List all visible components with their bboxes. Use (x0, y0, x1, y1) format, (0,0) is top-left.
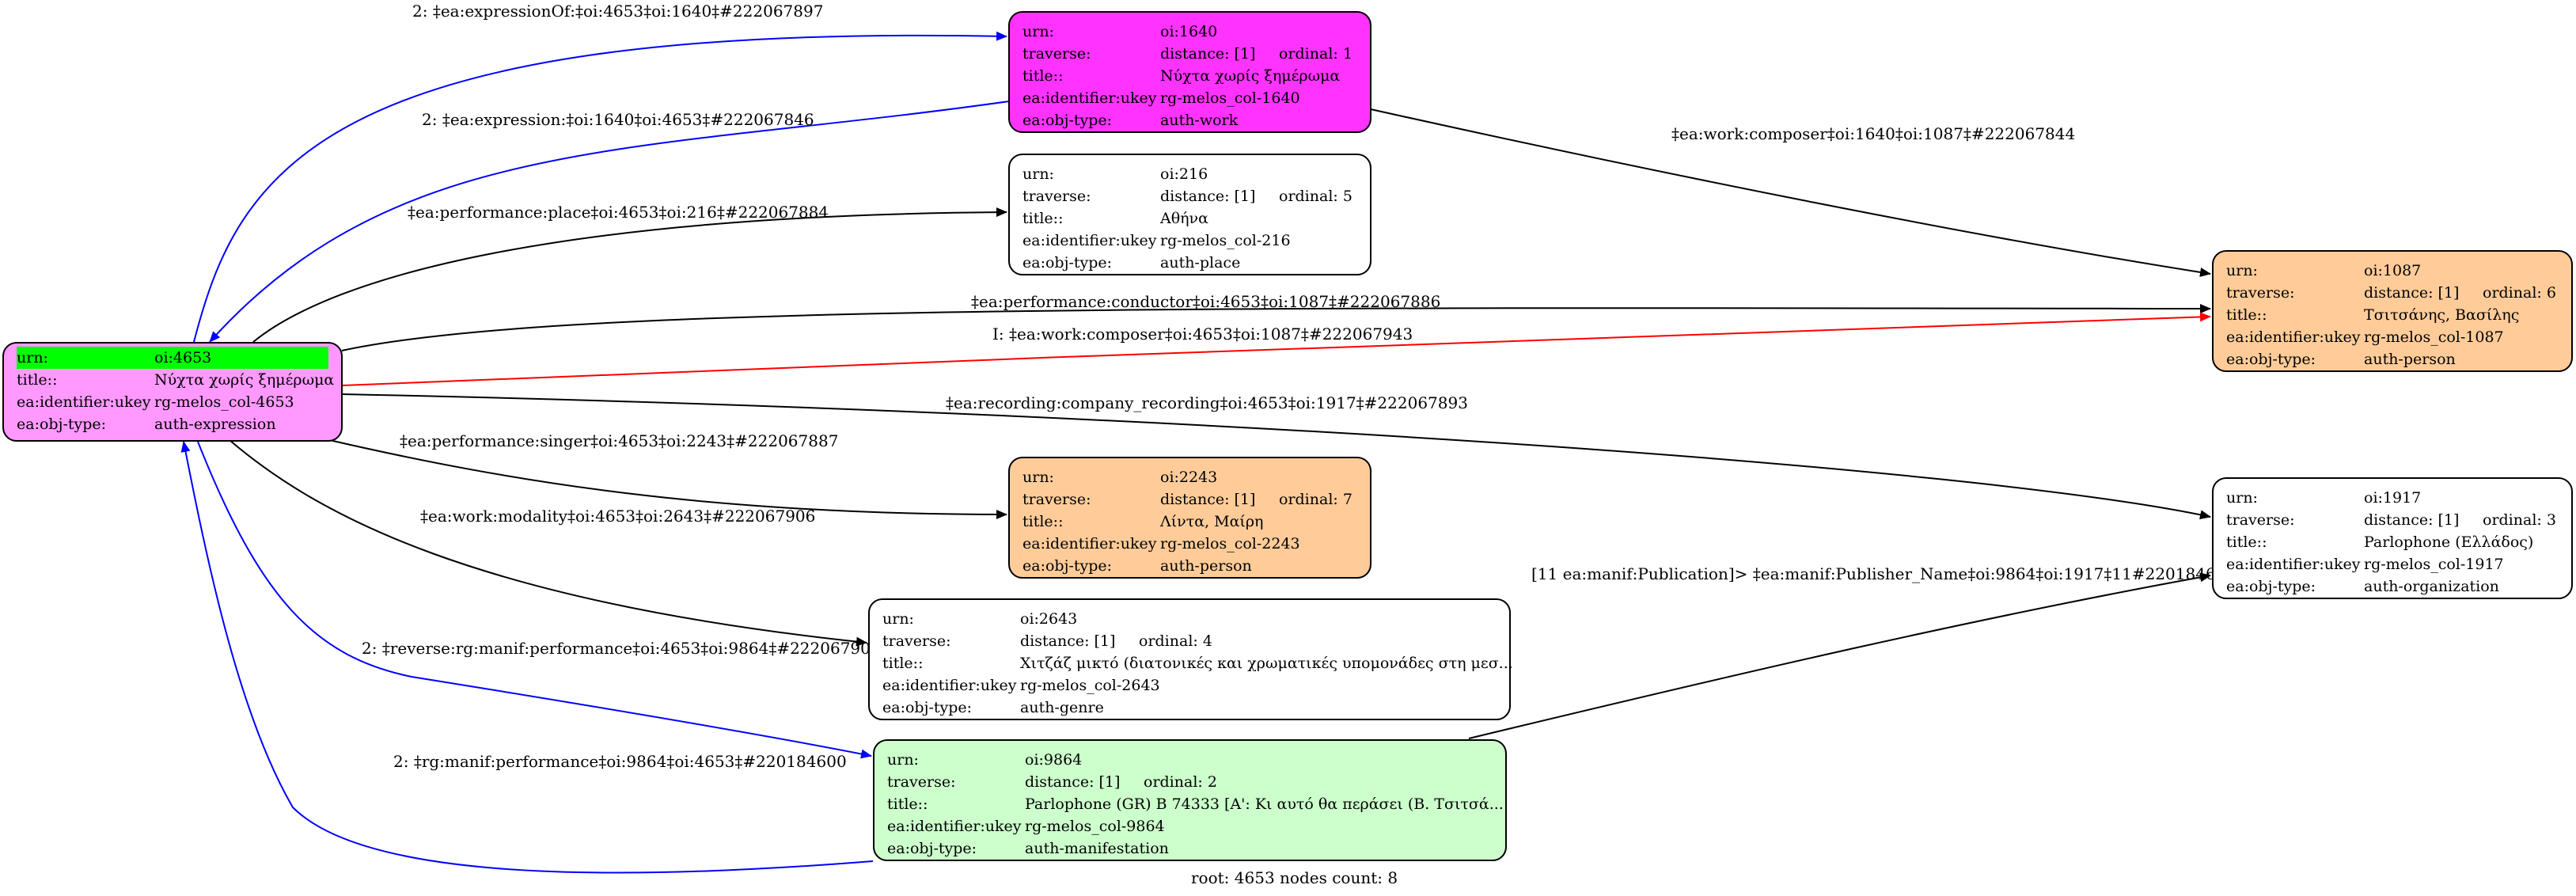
edge-label-manif-performance: 2: ‡rg:manif:performance‡oi:9864‡oi:4653… (393, 752, 847, 771)
node-row-urn: urn:oi:216 (1022, 165, 1208, 183)
edge-label-performance-singer: ‡ea:performance:singer‡oi:4653‡oi:2243‡#… (400, 431, 839, 450)
node-row-obj-type: ea:obj-type:auth-place (1022, 254, 1241, 271)
node-9864[interactable]: urn:oi:9864 traverse:distance: [1]ordina… (873, 739, 1507, 861)
node-row-urn: urn:oi:9864 (887, 751, 1083, 769)
graph-footer: root: 4653 nodes count: 8 (1191, 868, 1398, 887)
node-row-urn: urn:oi:4653 (17, 347, 328, 369)
node-row-traverse: traverse:distance: [1]ordinal: 5 (1022, 188, 1352, 205)
edge-label-publisher-name: [11 ea:manif:Publication]> ‡ea:manif:Pub… (1531, 564, 2236, 583)
node-2643[interactable]: urn:oi:2643 traverse:distance: [1]ordina… (868, 598, 1513, 720)
node-row-urn: urn:oi:1640 (1022, 23, 1218, 40)
node-row-obj-type: ea:obj-type:auth-person (1022, 557, 1252, 575)
edge-label-performance-place: ‡ea:performance:place‡oi:4653‡oi:216‡#22… (408, 203, 829, 222)
node-row-urn: urn:oi:1917 (2226, 489, 2422, 507)
edge-label-expressionOf: 2: ‡ea:expressionOf:‡oi:4653‡oi:1640‡#22… (412, 2, 824, 21)
edge-performance-singer (325, 439, 1007, 519)
node-row-title: title::Parlophone (Ελλάδος) (2226, 533, 2534, 551)
edge-performance-conductor (341, 303, 2211, 351)
edge-work-composer-inferred (341, 312, 2211, 386)
node-row-obj-type: ea:obj-type:auth-expression (17, 416, 276, 433)
node-row-traverse: traverse:distance: [1]ordinal: 1 (1022, 45, 1352, 63)
node-row-title: title::Νύχτα χωρίς ξημέρωμα (17, 371, 335, 389)
node-row-title: title::Αθήνα (1022, 210, 1208, 227)
node-row-urn: urn:oi:1087 (2226, 262, 2422, 279)
node-1087[interactable]: urn:oi:1087 traverse:distance: [1]ordina… (2212, 250, 2573, 372)
node-row-title: title::Τσιτσάνης, Βασίλης (2226, 306, 2520, 324)
edge-label-reverse-manif-performance: 2: ‡reverse:rg:manif:performance‡oi:4653… (362, 639, 881, 658)
edge-reverse-manif-performance (197, 441, 872, 759)
edge-recording-company (341, 393, 2211, 520)
node-row-urn: urn:oi:2243 (1022, 469, 1218, 486)
node-row-obj-type: ea:obj-type:auth-genre (882, 699, 1104, 716)
node-row-title: title::Νύχτα χωρίς ξημέρωμα (1022, 67, 1341, 85)
node-row-obj-type: ea:obj-type:auth-organization (2226, 578, 2499, 595)
edge-work-modality (229, 439, 867, 647)
edge-performance-place (252, 207, 1007, 343)
edge-label-work-modality: ‡ea:work:modality‡oi:4653‡oi:2643‡#22206… (420, 507, 816, 526)
edge-label-expression: 2: ‡ea:expression:‡oi:1640‡oi:4653‡#2220… (422, 110, 814, 129)
node-row-obj-type: ea:obj-type:auth-work (1022, 112, 1239, 129)
edge-manif-performance (180, 441, 874, 874)
node-216[interactable]: urn:oi:216 traverse:distance: [1]ordinal… (1008, 154, 1371, 275)
edge-label-recording-company: ‡ea:recording:company_recording‡oi:4653‡… (946, 393, 1468, 412)
node-1917[interactable]: urn:oi:1917 traverse:distance: [1]ordina… (2212, 477, 2573, 599)
node-row-obj-type: ea:obj-type:auth-manifestation (887, 840, 1169, 857)
edge-label-work-composer-inferred: I: ‡ea:work:composer‡oi:4653‡oi:1087‡#22… (992, 325, 1413, 344)
node-row-urn: urn:oi:2643 (882, 610, 1078, 628)
edge-label-performance-conductor: ‡ea:performance:conductor‡oi:4653‡oi:108… (971, 292, 1441, 311)
node-row-traverse: traverse:distance: [1]ordinal: 4 (882, 632, 1212, 650)
edge-work-composer-1640 (1370, 108, 2211, 277)
node-2243[interactable]: urn:oi:2243 traverse:distance: [1]ordina… (1008, 457, 1371, 579)
edge-expression (209, 101, 1010, 343)
node-row-traverse: traverse:distance: [1]ordinal: 6 (2226, 284, 2556, 302)
node-1640[interactable]: urn:oi:1640 traverse:distance: [1]ordina… (1008, 11, 1371, 133)
node-row-traverse: traverse:distance: [1]ordinal: 7 (1022, 491, 1352, 508)
node-row-title: title::Parlophone (GR) B 74333 [A': Κι α… (887, 795, 1504, 813)
node-row-title: title::Χιτζάζ μικτό (διατονικές και χρωμ… (882, 655, 1513, 672)
node-row-title: title::Λίντα, Μαίρη (1022, 513, 1264, 530)
node-row-obj-type: ea:obj-type:auth-person (2226, 351, 2456, 368)
edge-expressionOf (193, 31, 1007, 343)
node-4653[interactable]: urn:oi:4653 title::Νύχτα χωρίς ξημέρωμα … (2, 342, 343, 442)
edge-label-work-composer-1640: ‡ea:work:composer‡oi:1640‡oi:1087‡#22206… (1671, 124, 2076, 143)
node-row-traverse: traverse:distance: [1]ordinal: 2 (887, 773, 1217, 791)
edge-publisher-name (1468, 572, 2211, 739)
node-row-traverse: traverse:distance: [1]ordinal: 3 (2226, 511, 2556, 529)
